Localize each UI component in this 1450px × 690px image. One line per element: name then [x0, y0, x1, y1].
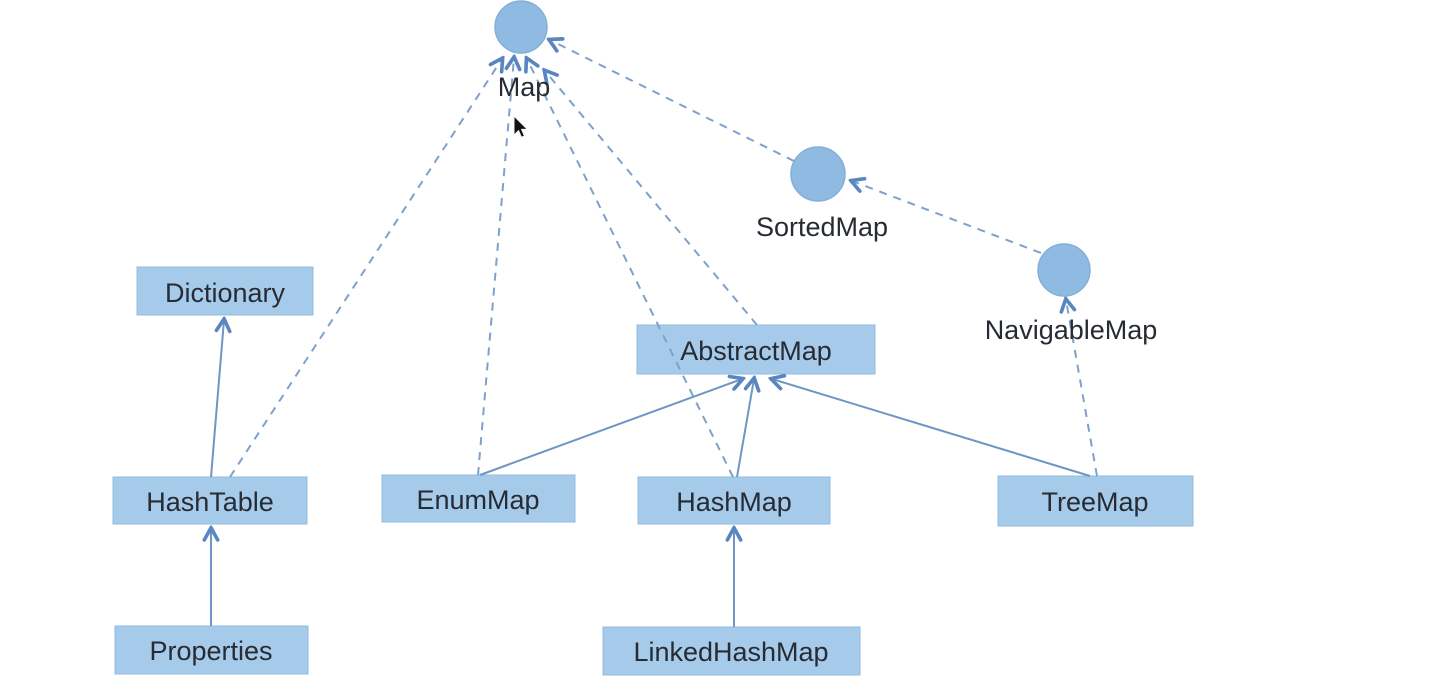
edge-sortedmap-map — [550, 40, 795, 162]
class-box-hashtable — [112, 476, 308, 525]
label-sortedmap: SortedMap — [756, 212, 888, 242]
class-box-abstractmap — [636, 324, 876, 375]
class-box-dictionary — [136, 266, 314, 316]
label-properties: Properties — [149, 636, 272, 666]
class-box-linkedhashmap — [602, 626, 861, 676]
node-shapes — [112, 0, 1194, 676]
label-linkedhashmap: LinkedHashMap — [633, 637, 828, 667]
edge-enummap-abstractmap — [479, 379, 742, 476]
class-box-treemap — [997, 475, 1194, 527]
label-map: Map — [498, 72, 551, 102]
edge-navigablemap-sortedmap — [852, 181, 1042, 254]
label-hashtable: HashTable — [146, 487, 274, 517]
interface-circle-sortedmap — [790, 146, 846, 202]
label-enummap: EnumMap — [416, 485, 539, 515]
edge-hashtable-dictionary — [210, 320, 224, 478]
edge-hashmap-map — [527, 59, 734, 478]
label-navigablemap: NavigableMap — [985, 315, 1158, 345]
edge-treemap-abstractmap — [772, 379, 1091, 477]
label-abstractmap: AbstractMap — [680, 336, 832, 366]
edge-enummap-map — [477, 58, 514, 476]
edge-hashmap-abstractmap — [736, 379, 754, 478]
class-box-hashmap — [637, 476, 831, 525]
class-box-enummap — [381, 474, 576, 523]
mouse-cursor-icon — [513, 114, 529, 138]
interface-circle-map — [494, 0, 548, 54]
node-labels: Map SortedMap NavigableMap Dictionary Ab… — [146, 72, 1157, 667]
label-dictionary: Dictionary — [165, 278, 286, 308]
edges — [210, 40, 1098, 627]
interface-circle-navigablemap — [1037, 243, 1091, 297]
label-treemap: TreeMap — [1041, 487, 1148, 517]
label-hashmap: HashMap — [676, 487, 792, 517]
edge-abstractmap-map — [545, 71, 758, 326]
class-box-properties — [114, 625, 309, 675]
